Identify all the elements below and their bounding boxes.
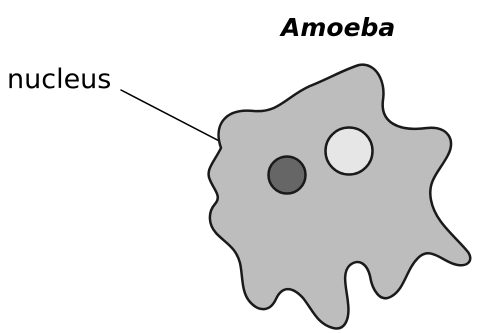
- amoeba-cell-body: [209, 65, 471, 329]
- nucleus-label: nucleus: [7, 64, 111, 95]
- nucleus: [269, 157, 306, 194]
- vacuole: [326, 128, 373, 175]
- diagram-title: Amoeba: [279, 13, 395, 42]
